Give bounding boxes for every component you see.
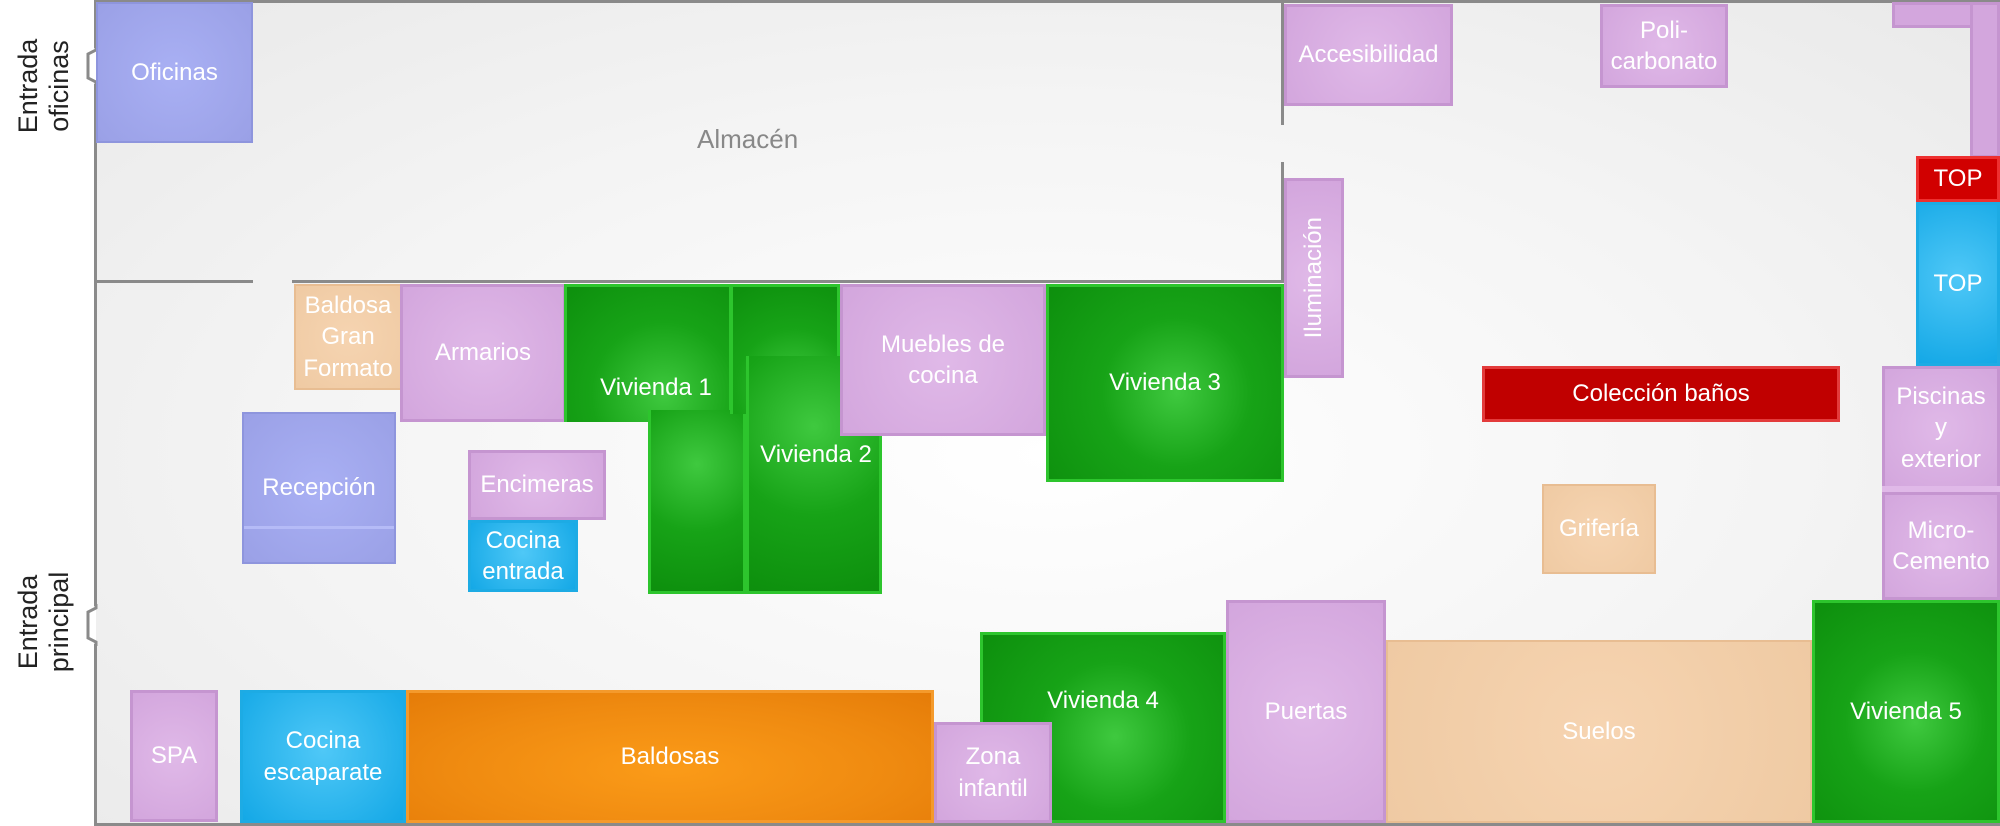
outer-wall-top (94, 0, 2000, 3)
outer-wall-left-mid (94, 84, 97, 606)
zone-baldosa-gran-formato[interactable]: Baldosa Gran Formato (294, 284, 402, 390)
main-entrance-label: Entrada principal (13, 571, 75, 673)
zone-policarbonato[interactable]: Poli- carbonato (1600, 4, 1728, 88)
main-entrance-door-icon (86, 604, 98, 646)
zone-griferia[interactable]: Grifería (1542, 484, 1656, 574)
divider-piscinas (1882, 486, 2000, 492)
zone-iluminacion[interactable]: Iluminación (1284, 178, 1344, 378)
office-entrance-label: Entrada oficinas (13, 38, 75, 134)
zone-top-red[interactable]: TOP (1916, 156, 2000, 202)
zone-encimeras[interactable]: Encimeras (468, 450, 606, 520)
outer-wall-bottom (94, 823, 2000, 826)
corner-l-shape-vertical (1970, 2, 2000, 158)
zone-spa[interactable]: SPA (130, 690, 218, 822)
zone-armarios[interactable]: Armarios (400, 284, 566, 422)
iluminacion-label: Iluminación (1300, 217, 1328, 339)
zone-puertas[interactable]: Puertas (1226, 600, 1386, 823)
outer-wall-left-lower (94, 644, 97, 826)
zone-piscinas[interactable]: Piscinas y exterior (1882, 366, 2000, 490)
zone-vivienda3[interactable]: Vivienda 3 (1046, 284, 1284, 482)
zone-coleccion-banos[interactable]: Colección baños (1482, 366, 1840, 422)
zone-microcemento[interactable]: Micro- Cemento (1882, 492, 2000, 600)
warehouse-wall-left (96, 280, 253, 283)
zone-cocina-entrada[interactable]: Cocina entrada (468, 520, 578, 592)
warehouse-wall-vertical-top (1281, 0, 1284, 125)
warehouse-wall-right (292, 280, 1284, 283)
warehouse-label: Almacén (697, 124, 799, 154)
warehouse-wall-vertical-bottom (1281, 162, 1284, 283)
zone-vivienda1-top (564, 284, 732, 422)
zone-baldosas[interactable]: Baldosas (406, 690, 934, 823)
zone-accesibilidad[interactable]: Accesibilidad (1284, 4, 1453, 106)
zone-vivienda5[interactable]: Vivienda 5 (1812, 600, 2000, 823)
zone-recepcion[interactable]: Recepción (242, 412, 396, 564)
vivienda4-label: Vivienda 4 (1047, 687, 1159, 714)
zone-zona-infantil[interactable]: Zona infantil (934, 722, 1052, 823)
recepcion-divider (244, 526, 394, 529)
zone-oficinas[interactable]: Oficinas (96, 2, 253, 143)
zone-muebles-cocina[interactable]: Muebles de cocina (840, 284, 1046, 436)
zone-vivienda1-label[interactable]: Vivienda 1 (600, 374, 712, 402)
zone-suelos[interactable]: Suelos (1386, 640, 1812, 823)
zone-top-blue[interactable]: TOP (1916, 202, 2000, 366)
outer-wall-left-upper (94, 0, 97, 48)
zone-vivienda2-label[interactable]: Vivienda 2 (760, 441, 872, 469)
zone-vivienda1-bottom (648, 410, 746, 594)
zone-cocina-escaparate[interactable]: Cocina escaparate (240, 690, 406, 823)
